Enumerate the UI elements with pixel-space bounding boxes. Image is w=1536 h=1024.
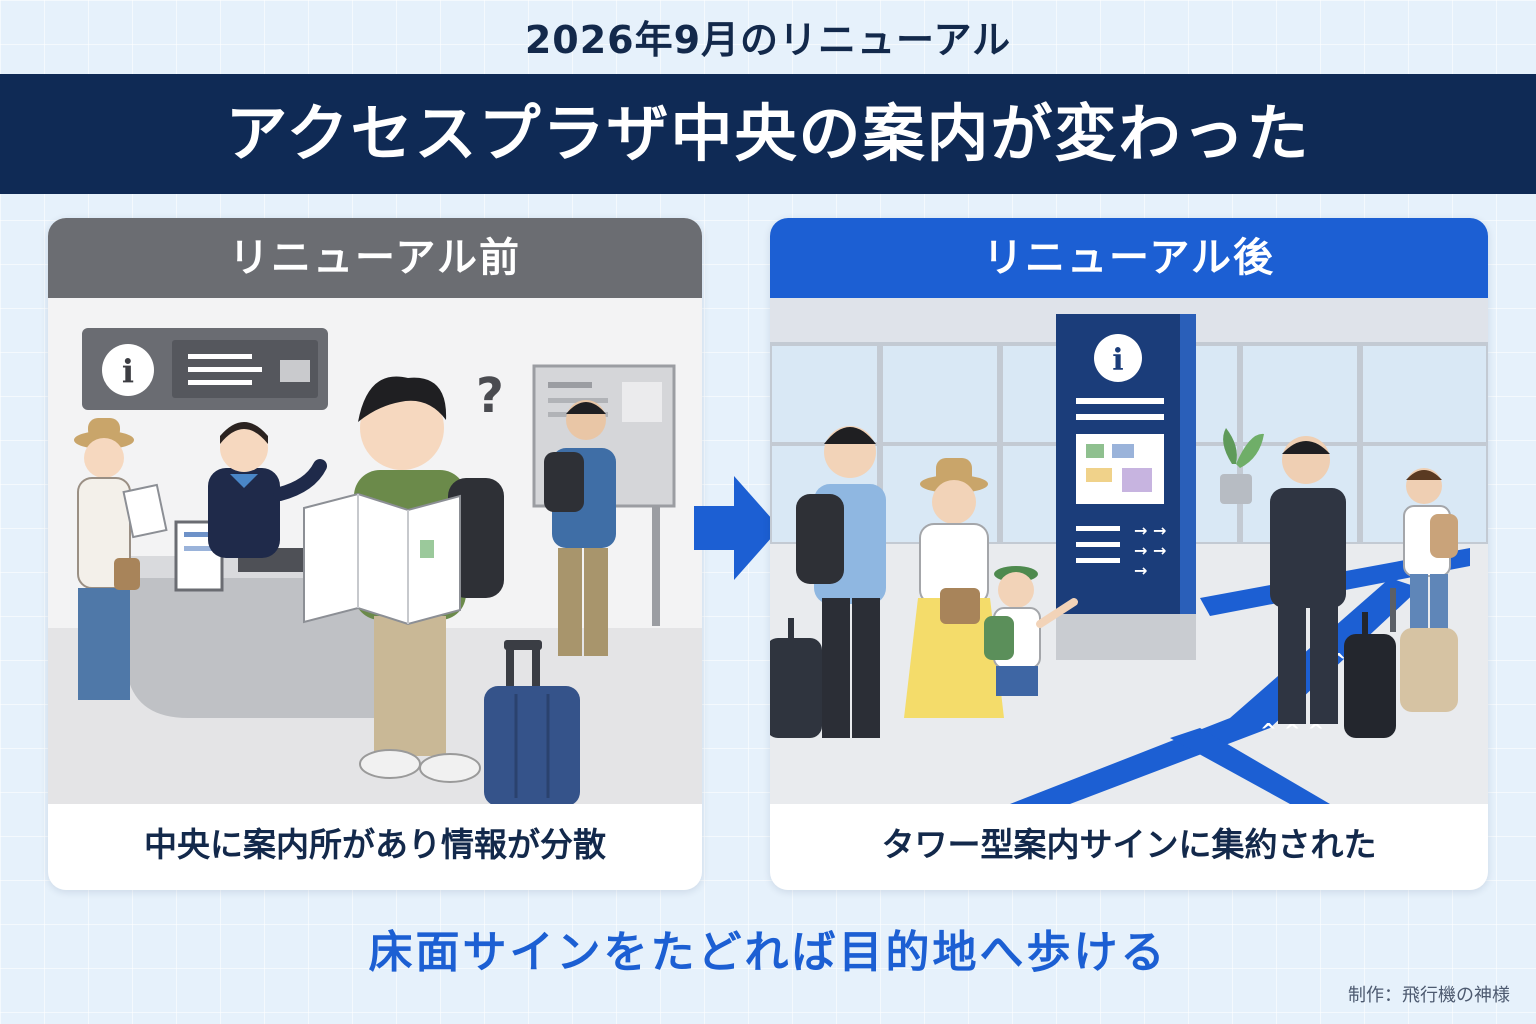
overhead-info-sign: i (82, 328, 328, 410)
svg-text:→: → (1134, 561, 1147, 580)
suitcase-icon (484, 640, 580, 804)
date-line: 2026年9月のリニューアル (524, 18, 1012, 62)
suitcase-icon (1390, 588, 1458, 712)
traveler-woman-hat (904, 458, 1004, 718)
map-icon (303, 492, 461, 626)
info-symbol: i (122, 352, 134, 390)
before-caption: 中央に案内所があり情報が分散 (144, 825, 606, 864)
after-scene: ^ ^ ^ ^ ^ i (770, 298, 1488, 804)
before-illustration: i (48, 298, 702, 804)
title-banner: アクセスプラザ中央の案内が変わった (0, 74, 1536, 194)
traveler-woman-hat (74, 418, 168, 700)
traveler-woman-right (1390, 468, 1458, 712)
info-icon: i (102, 344, 154, 396)
after-caption: タワー型案内サインに集約された (881, 825, 1377, 864)
credit-text: 制作：飛行機の神様 (1348, 985, 1510, 1006)
svg-text:→ →: → → (1134, 541, 1166, 560)
info-tower-sign: i → → → → → (1056, 314, 1196, 660)
after-illustration: ^ ^ ^ ^ ^ i (770, 298, 1488, 804)
suitcase-icon (770, 618, 822, 738)
right-arrow-icon (694, 476, 780, 580)
after-panel: リニューアル後 ^ ^ ^ ^ ^ (770, 218, 1488, 890)
svg-text:→ →: → → (1134, 521, 1166, 540)
traveler-at-board (544, 400, 616, 656)
confused-traveler (303, 376, 504, 783)
question-mark-icon: ? (476, 368, 504, 424)
bottom-message: 床面サインをたどれば目的地へ歩ける (368, 927, 1168, 978)
staff-person (208, 422, 327, 558)
child-pointing (984, 566, 1078, 696)
info-icon: i (1094, 334, 1142, 382)
direction-arrows-icon: → → → → → (1134, 521, 1166, 580)
plant-icon (1220, 428, 1264, 504)
before-heading: リニューアル前 (48, 218, 702, 298)
after-heading: リニューアル後 (770, 218, 1488, 298)
before-scene: i (48, 298, 702, 804)
suitcase-icon (1344, 612, 1396, 738)
traveler-man-backpack (770, 426, 886, 738)
traveler-businessman (1270, 436, 1396, 738)
before-panel: リニューアル前 i (48, 218, 702, 890)
tower-info-symbol: i (1112, 343, 1123, 378)
